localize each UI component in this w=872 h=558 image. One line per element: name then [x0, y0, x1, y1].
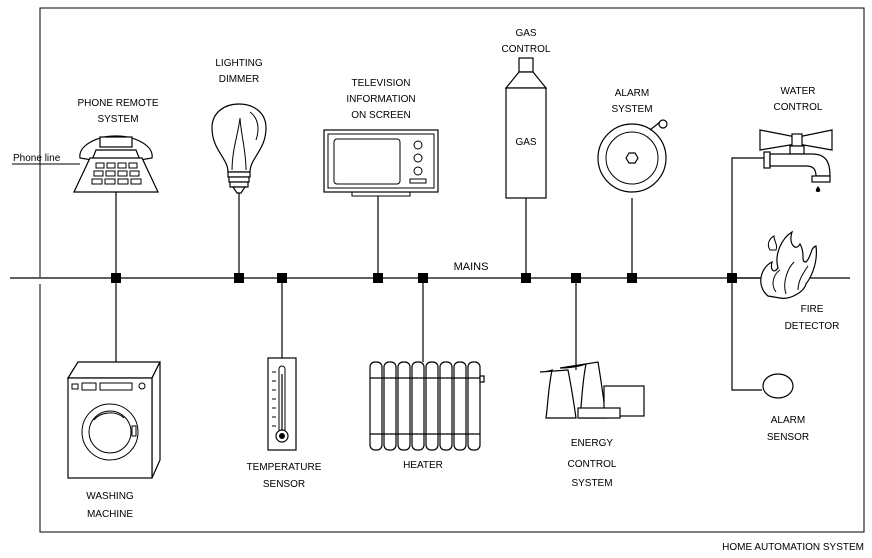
energy-plant-icon: [539, 361, 645, 419]
node-television: [373, 273, 383, 283]
fire-icon: [760, 230, 817, 299]
television-label-line2: INFORMATION: [346, 94, 415, 105]
node-gas: [521, 273, 531, 283]
alarm-sensor-label-line1: ALARM: [771, 415, 805, 426]
washing-label-line2: MACHINE: [87, 509, 133, 520]
node-phone: [111, 273, 121, 283]
energy-label-line3: SYSTEM: [571, 478, 612, 489]
fire-label-line2: DETECTOR: [785, 321, 840, 332]
lighting-label-line2: DIMMER: [219, 74, 260, 85]
washing-machine-icon: [66, 361, 161, 479]
node-energy: [571, 273, 581, 283]
node-alarm: [627, 273, 637, 283]
gas-tank-label: GAS: [515, 137, 536, 148]
thermometer-icon: [267, 357, 297, 451]
alarm-label-line1: ALARM: [615, 88, 649, 99]
connector-lines: [115, 157, 764, 391]
phone-line: Phone line: [12, 153, 80, 165]
heater-icon: [369, 361, 485, 451]
television-icon: [323, 129, 439, 197]
gas-label-line1: GAS: [515, 28, 536, 39]
node-lighting: [234, 273, 244, 283]
temperature-label-line1: TEMPERATURE: [247, 462, 322, 473]
mains-label: MAINS: [454, 261, 489, 273]
energy-label-line2: CONTROL: [568, 459, 617, 470]
diagram-caption: HOME AUTOMATION SYSTEM: [722, 542, 864, 553]
water-label-line2: CONTROL: [774, 102, 823, 113]
heater-label: HEATER: [403, 460, 443, 471]
temperature-label-line2: SENSOR: [263, 479, 305, 490]
alarm-bell-icon: [597, 119, 668, 193]
node-temperature: [277, 273, 287, 283]
bus-nodes: [111, 273, 737, 283]
phone-line-label: Phone line: [13, 153, 61, 164]
energy-label-line1: ENERGY: [571, 438, 614, 449]
washing-label-line1: WASHING: [86, 491, 134, 502]
water-tap-icon: [759, 129, 833, 192]
lighting-label-line1: LIGHTING: [215, 58, 262, 69]
alarm-sensor-icon: [762, 373, 794, 399]
phone-label-line2: SYSTEM: [97, 114, 138, 125]
node-water-fire: [727, 273, 737, 283]
gas-label-line2: CONTROL: [502, 44, 551, 55]
phone-icon: [73, 135, 159, 193]
water-label-line1: WATER: [781, 86, 816, 97]
fire-label-line1: FIRE: [801, 304, 824, 315]
alarm-label-line2: SYSTEM: [611, 104, 652, 115]
node-heater: [418, 273, 428, 283]
phone-label-line1: PHONE REMOTE: [77, 98, 158, 109]
television-label-line1: TELEVISION: [352, 78, 411, 89]
television-label-line3: ON SCREEN: [351, 110, 410, 121]
diagram-frame: [39, 7, 865, 533]
alarm-sensor-label-line2: SENSOR: [767, 432, 809, 443]
gas-cylinder-icon: [504, 57, 548, 199]
light-bulb-icon: [211, 103, 267, 194]
